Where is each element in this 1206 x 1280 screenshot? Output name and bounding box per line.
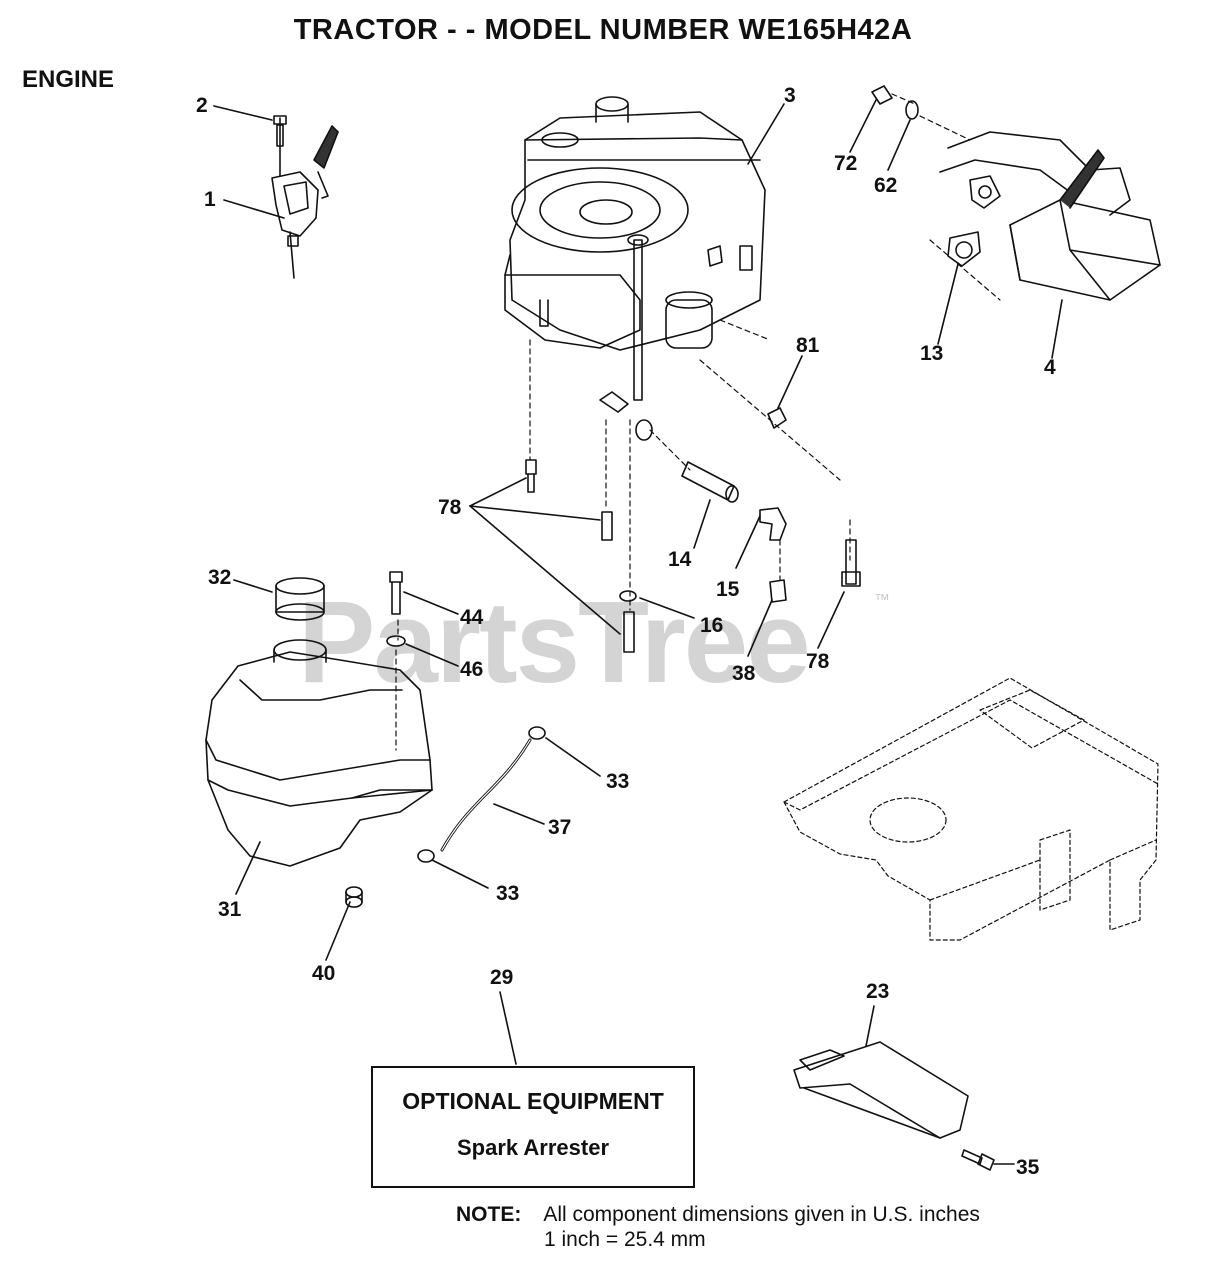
- callout-81: 81: [796, 334, 820, 357]
- optional-equipment-box: OPTIONAL EQUIPMENT Spark Arrester: [371, 1066, 695, 1188]
- optional-equipment-item: Spark Arrester: [456, 1135, 610, 1160]
- callout-38: 38: [732, 662, 756, 685]
- callout-62: 62: [874, 174, 897, 197]
- page-title: TRACTOR - - MODEL NUMBER WE165H42A: [293, 14, 913, 46]
- exhaust-gasket: [947, 231, 981, 267]
- mounting-plate: [783, 677, 1159, 941]
- dimension-note: NOTE: All component dimensions given in U…: [456, 1202, 980, 1252]
- note-label: NOTE:: [456, 1203, 522, 1226]
- muffler: [939, 131, 1161, 301]
- callout-13: 13: [920, 342, 943, 365]
- optional-equipment-heading: OPTIONAL EQUIPMENT: [402, 1088, 664, 1114]
- callout-78-group: 78: [438, 496, 462, 519]
- callout-33-lower: 33: [496, 882, 519, 905]
- watermark: PartsTree: [298, 577, 811, 707]
- note-line-1: All component dimensions given in U.S. i…: [543, 1203, 980, 1226]
- callout-1: 1: [204, 188, 216, 211]
- spark-arrester-shield: [793, 1041, 969, 1139]
- callout-23: 23: [866, 980, 889, 1003]
- callout-40: 40: [312, 962, 335, 985]
- callout-31: 31: [218, 898, 242, 921]
- callout-78-right: 78: [806, 650, 830, 673]
- callout-3: 3: [784, 84, 796, 107]
- trademark-mark: ™: [874, 592, 890, 609]
- callout-16: 16: [700, 614, 723, 637]
- callout-15: 15: [716, 578, 740, 601]
- callout-44: 44: [460, 606, 484, 629]
- section-label: ENGINE: [22, 66, 115, 93]
- callout-72: 72: [834, 152, 857, 175]
- callouts: 2 1 3 4 13 14 15 16 23 29 31 32 33 33 35…: [196, 84, 1056, 1179]
- callout-29: 29: [490, 966, 513, 989]
- callout-32: 32: [208, 566, 231, 589]
- callout-35: 35: [1016, 1156, 1040, 1179]
- throttle-control: [271, 115, 339, 279]
- callout-2: 2: [196, 94, 208, 117]
- callout-14: 14: [668, 548, 692, 571]
- callout-33-upper: 33: [606, 770, 629, 793]
- note-line-2: 1 inch = 25.4 mm: [544, 1228, 706, 1251]
- engine: [504, 96, 766, 441]
- callout-46: 46: [460, 658, 483, 681]
- callout-37: 37: [548, 816, 571, 839]
- callout-4: 4: [1044, 356, 1056, 379]
- fuel-tank: [205, 639, 433, 867]
